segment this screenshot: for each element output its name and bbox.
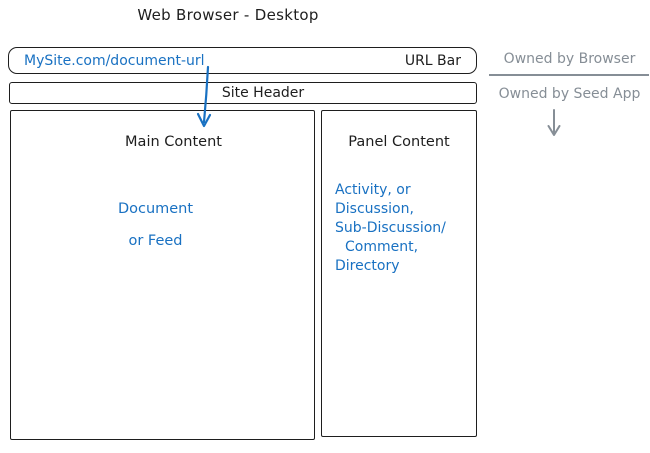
panel-line-sub-discussion: Sub-Discussion/ xyxy=(335,220,446,236)
panel-content-list: Activity, or Discussion, Sub-Discussion/… xyxy=(335,181,475,276)
main-content-line-document: Document xyxy=(117,201,194,217)
down-arrow-icon xyxy=(547,109,561,136)
site-header-label: Site Header xyxy=(221,85,305,101)
legend-divider xyxy=(489,74,649,76)
panel-content-heading: Panel Content xyxy=(348,134,450,150)
site-header-box: Site Header xyxy=(9,82,477,104)
panel-line-discussion: Discussion, xyxy=(335,201,414,217)
main-content-heading: Main Content xyxy=(125,134,222,150)
panel-line-comment: Comment, xyxy=(345,239,419,255)
panel-line-activity: Activity, or xyxy=(335,182,411,198)
panel-line-directory: Directory xyxy=(335,258,400,274)
panel-content-box: Panel Content Activity, or Discussion, S… xyxy=(321,110,477,437)
url-text: MySite.com/document-url xyxy=(24,52,205,69)
legend-owned-by-seed-app: Owned by Seed App xyxy=(498,86,641,102)
main-content-box: Main Content Document or Feed xyxy=(10,110,315,440)
url-bar-box: MySite.com/document-url URL Bar xyxy=(8,47,477,74)
diagram-title: Web Browser - Desktop xyxy=(137,6,319,24)
url-bar-label: URL Bar xyxy=(404,52,461,69)
legend-owned-by-browser: Owned by Browser xyxy=(503,51,636,67)
main-content-line-or-feed: or Feed xyxy=(128,233,183,249)
